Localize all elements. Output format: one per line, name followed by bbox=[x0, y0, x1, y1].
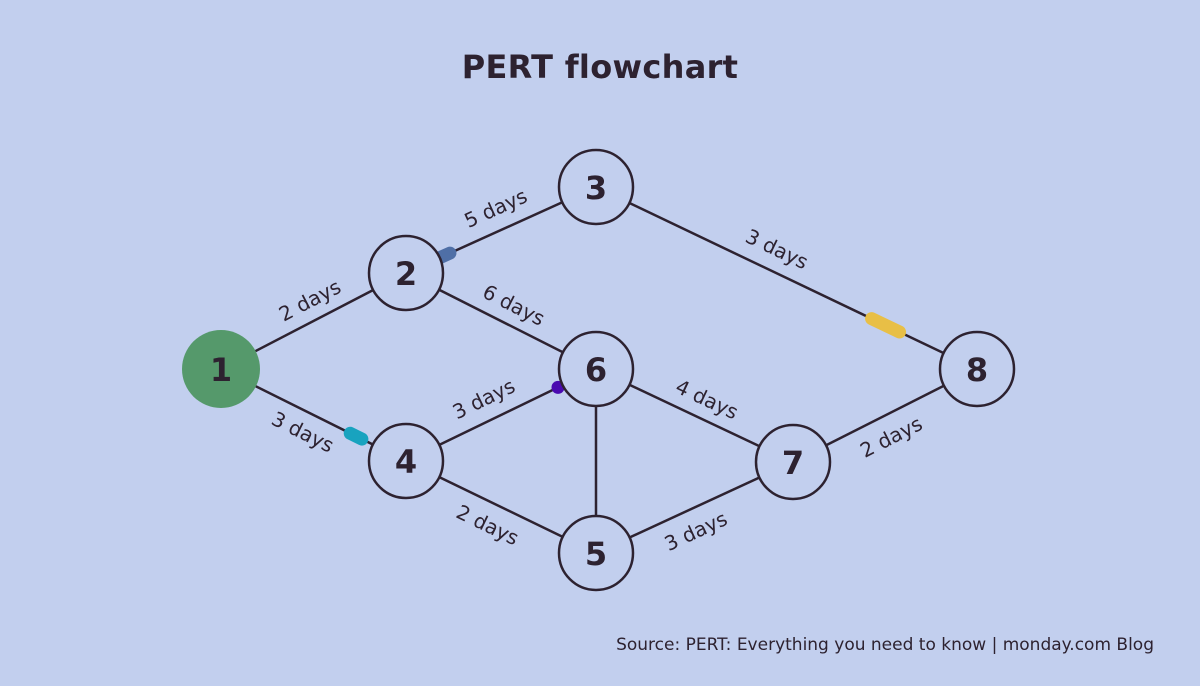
node-1: 1 bbox=[182, 330, 260, 408]
edge-label-2-6: 6 days bbox=[479, 279, 549, 330]
edge-label-4-5: 2 days bbox=[453, 500, 523, 550]
node-circle bbox=[557, 330, 635, 408]
node-5: 5 bbox=[557, 514, 635, 592]
node-label: 7 bbox=[782, 444, 804, 482]
node-circle bbox=[367, 234, 445, 312]
start-node-circle bbox=[182, 330, 260, 408]
edge-label-5-7: 3 days bbox=[661, 506, 731, 556]
node-circle bbox=[938, 330, 1016, 408]
node-label: 2 bbox=[395, 255, 417, 293]
node-6: 6 bbox=[557, 330, 635, 408]
node-label: 1 bbox=[210, 351, 232, 389]
nodes-layer: 1 2 3 4 5 6 7 8 bbox=[182, 148, 1016, 592]
edge-label-1-4: 3 days bbox=[268, 406, 338, 457]
edge-marker-3-8 bbox=[865, 312, 907, 339]
node-label: 5 bbox=[585, 535, 607, 573]
edge-label-2-3: 5 days bbox=[461, 184, 531, 233]
edge-label-1-2: 2 days bbox=[275, 274, 345, 326]
node-label: 3 bbox=[585, 169, 607, 207]
edge-label-7-8: 2 days bbox=[856, 411, 926, 462]
node-circle bbox=[367, 422, 445, 500]
edge-label-3-8: 3 days bbox=[742, 224, 812, 274]
edge-marker-1-4 bbox=[343, 426, 369, 446]
node-4: 4 bbox=[367, 422, 445, 500]
node-label: 8 bbox=[966, 351, 988, 389]
node-circle bbox=[557, 514, 635, 592]
node-7: 7 bbox=[754, 423, 832, 501]
node-2: 2 bbox=[367, 234, 445, 312]
node-circle bbox=[754, 423, 832, 501]
edge-3-8 bbox=[595, 185, 978, 371]
edge-label-4-6: 3 days bbox=[449, 374, 519, 424]
source-caption: Source: PERT: Everything you need to kno… bbox=[616, 635, 1154, 655]
node-8: 8 bbox=[938, 330, 1016, 408]
node-label: 6 bbox=[585, 351, 607, 389]
edge-label-6-7: 4 days bbox=[672, 374, 742, 424]
node-3: 3 bbox=[557, 148, 635, 226]
page-title: PERT flowchart bbox=[461, 48, 739, 86]
node-circle bbox=[557, 148, 635, 226]
node-label: 4 bbox=[395, 443, 417, 481]
